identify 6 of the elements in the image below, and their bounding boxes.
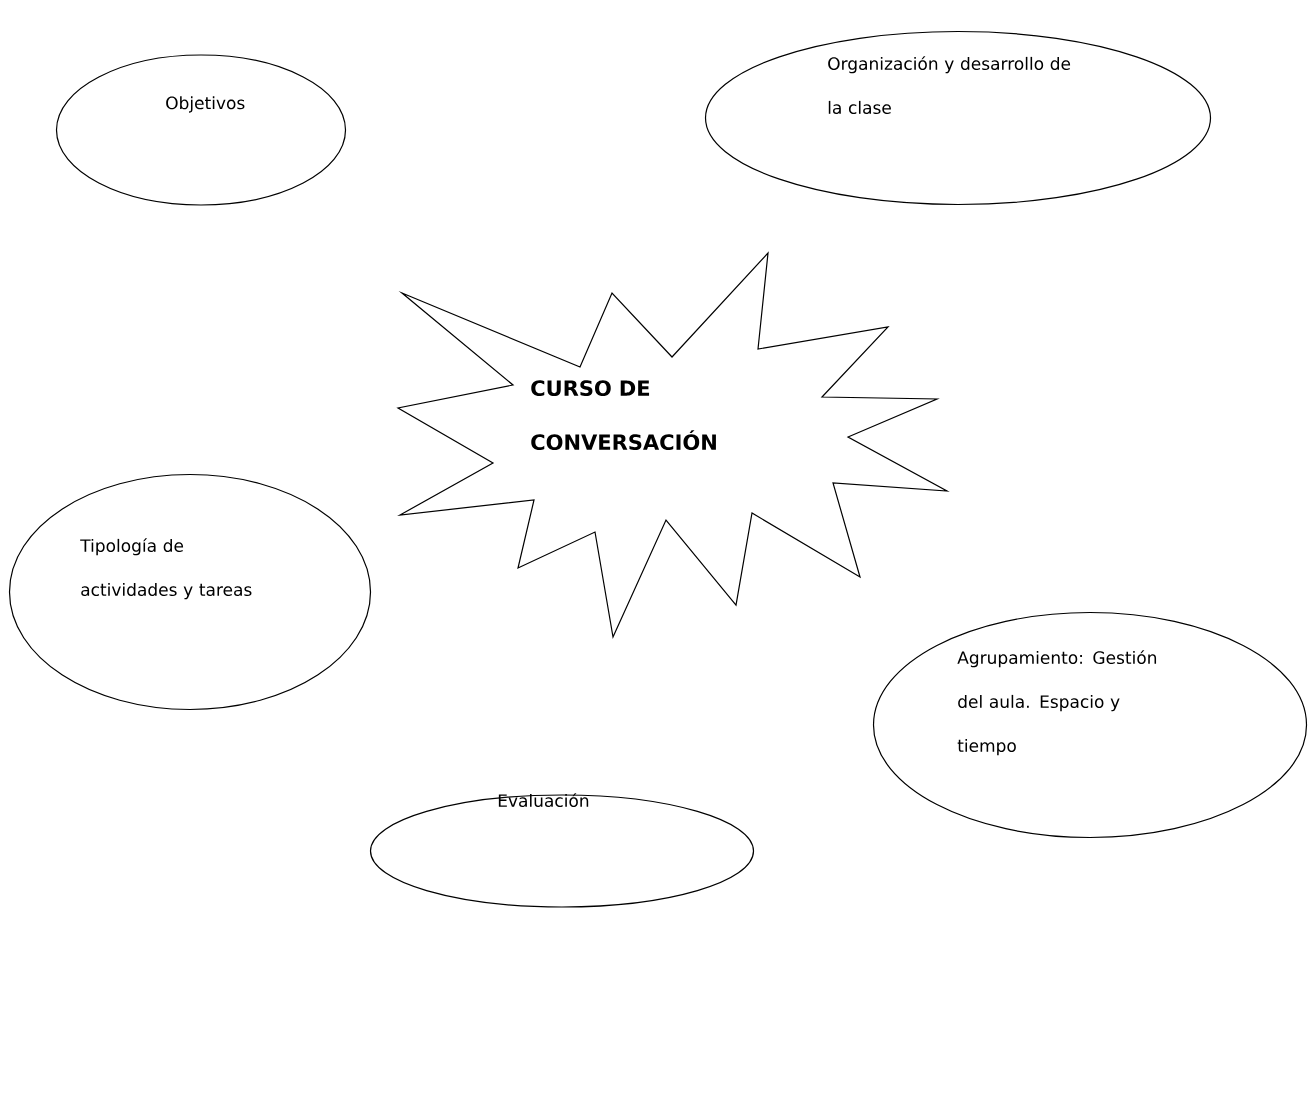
- ellipse-node: Tipología de actividades y tareas: [8, 473, 372, 711]
- ellipse-node: Evaluación: [369, 793, 755, 908]
- ellipse-node: Objetivos: [55, 54, 347, 206]
- starburst-node: CURSO DE CONVERSACIÓN: [396, 251, 950, 640]
- ellipse-node: Agrupamiento: Gestión del aula. Espacio y tiempo: [872, 611, 1308, 839]
- ellipse-node: Organización y desarrollo de la clase: [704, 30, 1212, 206]
